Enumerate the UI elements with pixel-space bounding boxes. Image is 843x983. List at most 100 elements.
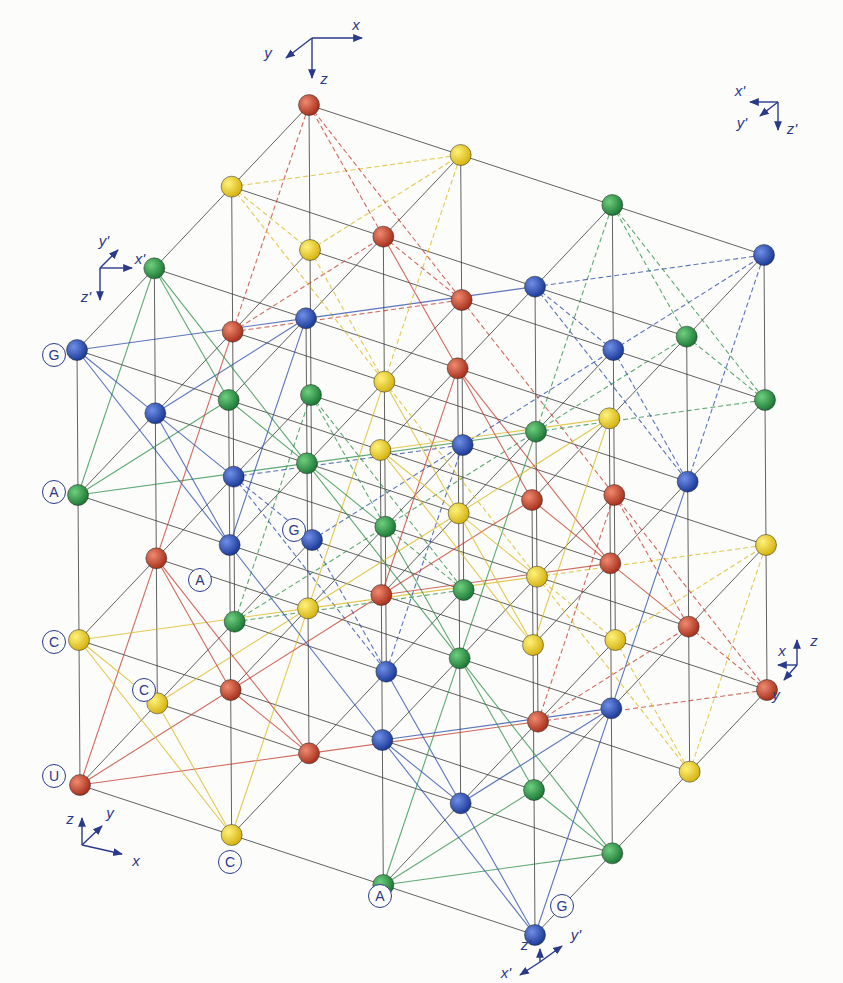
- atom-sphere: [224, 611, 245, 632]
- sublattice-line: [232, 187, 310, 250]
- atom-sphere: [523, 635, 544, 656]
- sublattice-line: [233, 105, 309, 332]
- sublattice-line: [610, 563, 688, 626]
- sublattice-line: [230, 318, 306, 545]
- grid-line: [383, 640, 615, 885]
- atom-sphere: [448, 503, 469, 524]
- sublattice-line: [232, 187, 385, 382]
- atom-sphere: [605, 630, 626, 651]
- sublattice-line: [535, 287, 613, 350]
- grid-line: [231, 445, 463, 690]
- grid-line: [79, 395, 311, 640]
- grid-line: [535, 690, 767, 935]
- sublattice-line: [79, 640, 232, 835]
- atom-sphere: [373, 226, 394, 247]
- axis-label: y: [772, 687, 780, 702]
- atom-sphere: [372, 730, 393, 751]
- sublattice-line: [460, 658, 613, 853]
- atom-sphere: [221, 176, 242, 197]
- sublattice-line: [383, 658, 459, 885]
- sublattice-line: [232, 608, 308, 835]
- grid-line: [764, 255, 767, 690]
- atom-sphere: [222, 321, 243, 342]
- grid-line: [79, 640, 534, 790]
- axis-label: y: [264, 45, 272, 60]
- sublattice-line: [380, 450, 533, 645]
- sublattice-line: [458, 368, 532, 500]
- sublattice-line: [77, 350, 155, 413]
- sublattice-line: [462, 300, 615, 495]
- axis-label: x: [778, 643, 786, 658]
- sublattice-line: [383, 237, 457, 369]
- grid-line: [233, 332, 688, 482]
- atom-sphere: [756, 535, 777, 556]
- circled-letter: G: [42, 343, 66, 367]
- atom-sphere: [603, 340, 624, 361]
- grid-line: [77, 350, 80, 785]
- atom-sphere: [449, 648, 470, 669]
- grid-line: [310, 250, 765, 400]
- sublattice-line: [386, 445, 462, 672]
- atom-sphere: [298, 598, 319, 619]
- sublattice-line: [383, 237, 461, 300]
- axis-label: z: [66, 811, 74, 826]
- sublattice-line: [309, 105, 462, 300]
- atom-sphere: [452, 435, 473, 456]
- grid-line: [77, 105, 309, 350]
- axis-label: x: [132, 853, 140, 868]
- atom-sphere: [601, 698, 622, 719]
- sublattice-line: [461, 803, 535, 935]
- atom-sphere: [70, 775, 91, 796]
- atom-sphere: [223, 466, 244, 487]
- atom-sphere: [600, 553, 621, 574]
- atom-sphere: [67, 340, 88, 361]
- grid-line: [157, 703, 612, 853]
- atom-sphere: [296, 308, 317, 329]
- sublattice-line: [614, 495, 688, 627]
- sublattice-line: [534, 790, 612, 853]
- grid-line: [78, 495, 533, 645]
- sublattice-line: [532, 500, 610, 563]
- atom-sphere: [676, 326, 697, 347]
- sublattice-line: [613, 350, 687, 482]
- axis-label: x': [135, 251, 145, 266]
- axis-label: z: [810, 633, 818, 648]
- atom-sphere: [374, 371, 395, 392]
- sublattice-line: [612, 205, 765, 400]
- atom-sphere: [677, 471, 698, 492]
- axis-label: x': [501, 965, 511, 980]
- atom-sphere: [301, 385, 322, 406]
- atom-sphere: [679, 761, 700, 782]
- axis-label: x': [735, 83, 745, 98]
- atom-sphere: [526, 421, 547, 442]
- sublattice-line: [307, 463, 460, 658]
- grid-line: [381, 350, 613, 595]
- sublattice-line: [382, 740, 535, 935]
- sublattice-line: [535, 708, 611, 935]
- sublattice-line: [688, 255, 764, 482]
- atom-sphere: [299, 95, 320, 116]
- axis-label: y: [106, 805, 114, 820]
- grid-line: [78, 250, 310, 495]
- atom-sphere: [450, 793, 471, 814]
- sublattice-line: [311, 395, 464, 590]
- sublattice-line: [234, 477, 387, 672]
- sublattice-line: [458, 368, 611, 563]
- sublattice-letter: U: [49, 769, 59, 783]
- grid-line: [80, 785, 535, 935]
- atom-sphere: [219, 535, 240, 556]
- sublattice-line: [536, 205, 612, 432]
- grid-line: [155, 413, 610, 563]
- atom-sphere: [522, 490, 543, 511]
- atom-sphere: [451, 290, 472, 311]
- atom-sphere: [447, 358, 468, 379]
- sublattice-letter: C: [139, 683, 149, 697]
- grid-line: [380, 205, 612, 450]
- axis-label: y': [737, 115, 747, 130]
- atom-sphere: [145, 403, 166, 424]
- atom-sphere: [604, 485, 625, 506]
- sublattice-line: [155, 413, 229, 545]
- grid-line: [229, 155, 461, 400]
- atom-sphere: [599, 408, 620, 429]
- sublattice-line: [79, 640, 157, 703]
